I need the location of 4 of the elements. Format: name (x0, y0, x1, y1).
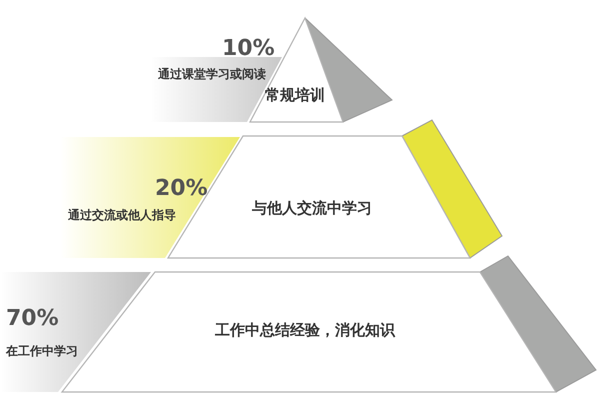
description: 通过交流或他人指导 (68, 207, 176, 224)
description: 在工作中学习 (6, 343, 78, 360)
percentage: 70% (6, 306, 59, 331)
description: 通过课堂学习或阅读 (158, 66, 266, 83)
